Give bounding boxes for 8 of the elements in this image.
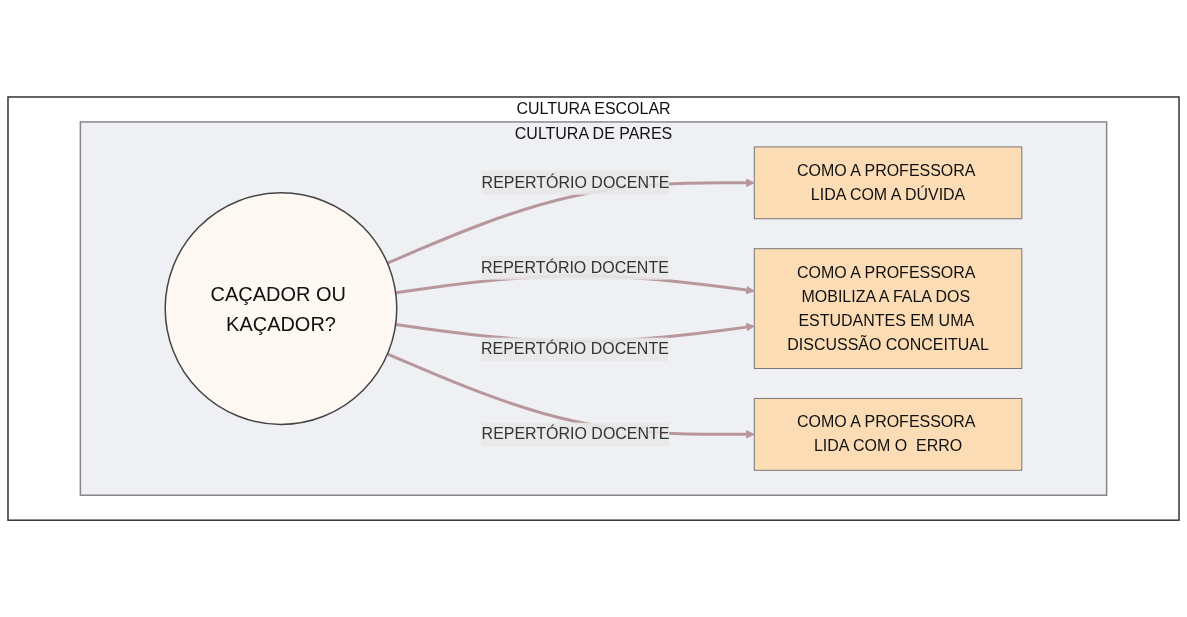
node-box: COMO A PROFESSORA LIDA COM O ERRO <box>753 397 1023 471</box>
edge-label: REPERTÓRIO DOCENTE <box>480 340 669 358</box>
node-box: COMO A PROFESSORA LIDA COM A DÚVIDA <box>753 146 1023 220</box>
edge-label: REPERTÓRIO DOCENTE <box>480 258 669 276</box>
edge-label: REPERTÓRIO DOCENTE <box>481 425 670 443</box>
edge-label: REPERTÓRIO DOCENTE <box>481 173 670 191</box>
node-box: COMO A PROFESSORA MOBILIZA A FALA DOS ESTUDANTES EM UMA DISCUSSÃO CONCEITUAL <box>753 248 1023 369</box>
node-circle: CAÇADOR OU KAÇADOR? <box>164 191 398 426</box>
